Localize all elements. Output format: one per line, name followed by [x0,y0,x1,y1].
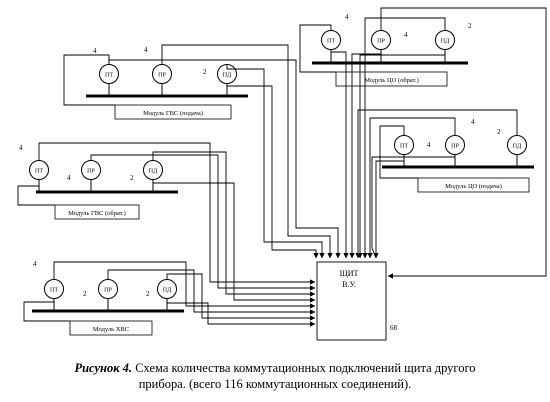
sensor-pr [445,135,465,155]
panel-box [316,261,387,341]
sensor-pd [157,279,177,299]
module-label: Модуль ХВС [93,326,129,333]
count-pd: 2 [203,68,207,76]
sensor-pt [29,160,49,180]
svg-text:ПТ: ПТ [35,169,43,175]
svg-text:ПД: ПД [163,288,171,294]
svg-text:ПТ: ПТ [50,288,58,294]
count-pr: 2 [83,290,87,298]
module-hvs: ПТ ПР ПД 4 2 2 Модуль ХВС [32,260,184,336]
module-label: Модуль ГВС (обрат.) [68,210,126,217]
sensor-pt [44,279,64,299]
panel-subtitle: В.У. [342,280,356,289]
sensor-pd [143,160,163,180]
panel-title: ЩИТ [340,269,359,278]
count-pr: 4 [144,46,148,54]
count-pt: 4 [427,141,431,149]
count-pd: 2 [146,290,150,298]
sensor-pt [321,30,341,50]
count-pd: 2 [468,22,472,30]
sensor-pr [98,279,118,299]
module-gvs-supply: ПТ ПР ПД 4 4 2 Модуль ГВС (подача) [86,46,248,120]
module-label-box [335,71,448,87]
panel-total: 68 [390,324,398,332]
caption-line1: Схема количества коммутационных подключе… [132,361,476,375]
svg-text:ПР: ПР [451,144,459,150]
count-pt: 4 [93,47,97,55]
sensor-pt [394,135,414,155]
sensor-pr [152,64,172,84]
panel-vu: ЩИТ В.У. 68 [316,261,398,341]
sensor-pt [99,64,119,84]
count-pt: 4 [345,13,349,21]
svg-text:ПТ: ПТ [327,39,335,45]
svg-text:ПР: ПР [377,39,385,45]
svg-text:ПР: ПР [104,288,112,294]
count-pd: 2 [497,128,501,136]
count-pr: 4 [471,118,475,126]
svg-text:ПТ: ПТ [105,73,113,79]
svg-text:ПД: ПД [149,169,157,175]
module-label-box [54,204,140,220]
module-label-box [114,104,232,120]
svg-text:ПД: ПД [513,144,521,150]
count-pr: 4 [67,174,71,182]
count-pt: 4 [33,260,37,268]
module-label-box [417,177,530,193]
sensor-pr [371,30,391,50]
count-pd: 2 [130,174,134,182]
module-label: Модуль ГВС (подача) [143,110,203,117]
wiring [17,7,547,327]
sensor-pd [507,135,527,155]
module-label: Модуль ЦО (подача) [445,183,502,190]
module-co-return: ПТ ПР ПД 4 4 2 Модуль ЦО (обрат.) [312,13,472,87]
module-co-supply: ПТ ПР ПД 4 4 2 Модуль ЦО (подача) [382,118,534,193]
svg-text:ПР: ПР [87,169,95,175]
svg-text:ПД: ПД [223,73,231,79]
module-gvs-return: ПТ ПР ПД 4 4 2 Модуль ГВС (обрат.) [19,144,178,220]
svg-text:ПД: ПД [441,39,449,45]
module-label: Модуль ЦО (обрат.) [364,77,419,84]
figure-caption: Рисунок 4. Схема количества коммутационн… [0,360,550,392]
svg-text:ПР: ПР [158,73,166,79]
caption-prefix: Рисунок 4. [74,361,133,375]
count-pr: 4 [404,31,408,39]
sensor-pd [435,30,455,50]
sensor-pr [81,160,101,180]
svg-text:ПТ: ПТ [400,144,408,150]
caption-line2: прибора. (всего 116 коммутационных соеди… [138,377,412,391]
module-label-box [69,320,153,336]
count-pt: 4 [19,144,23,152]
